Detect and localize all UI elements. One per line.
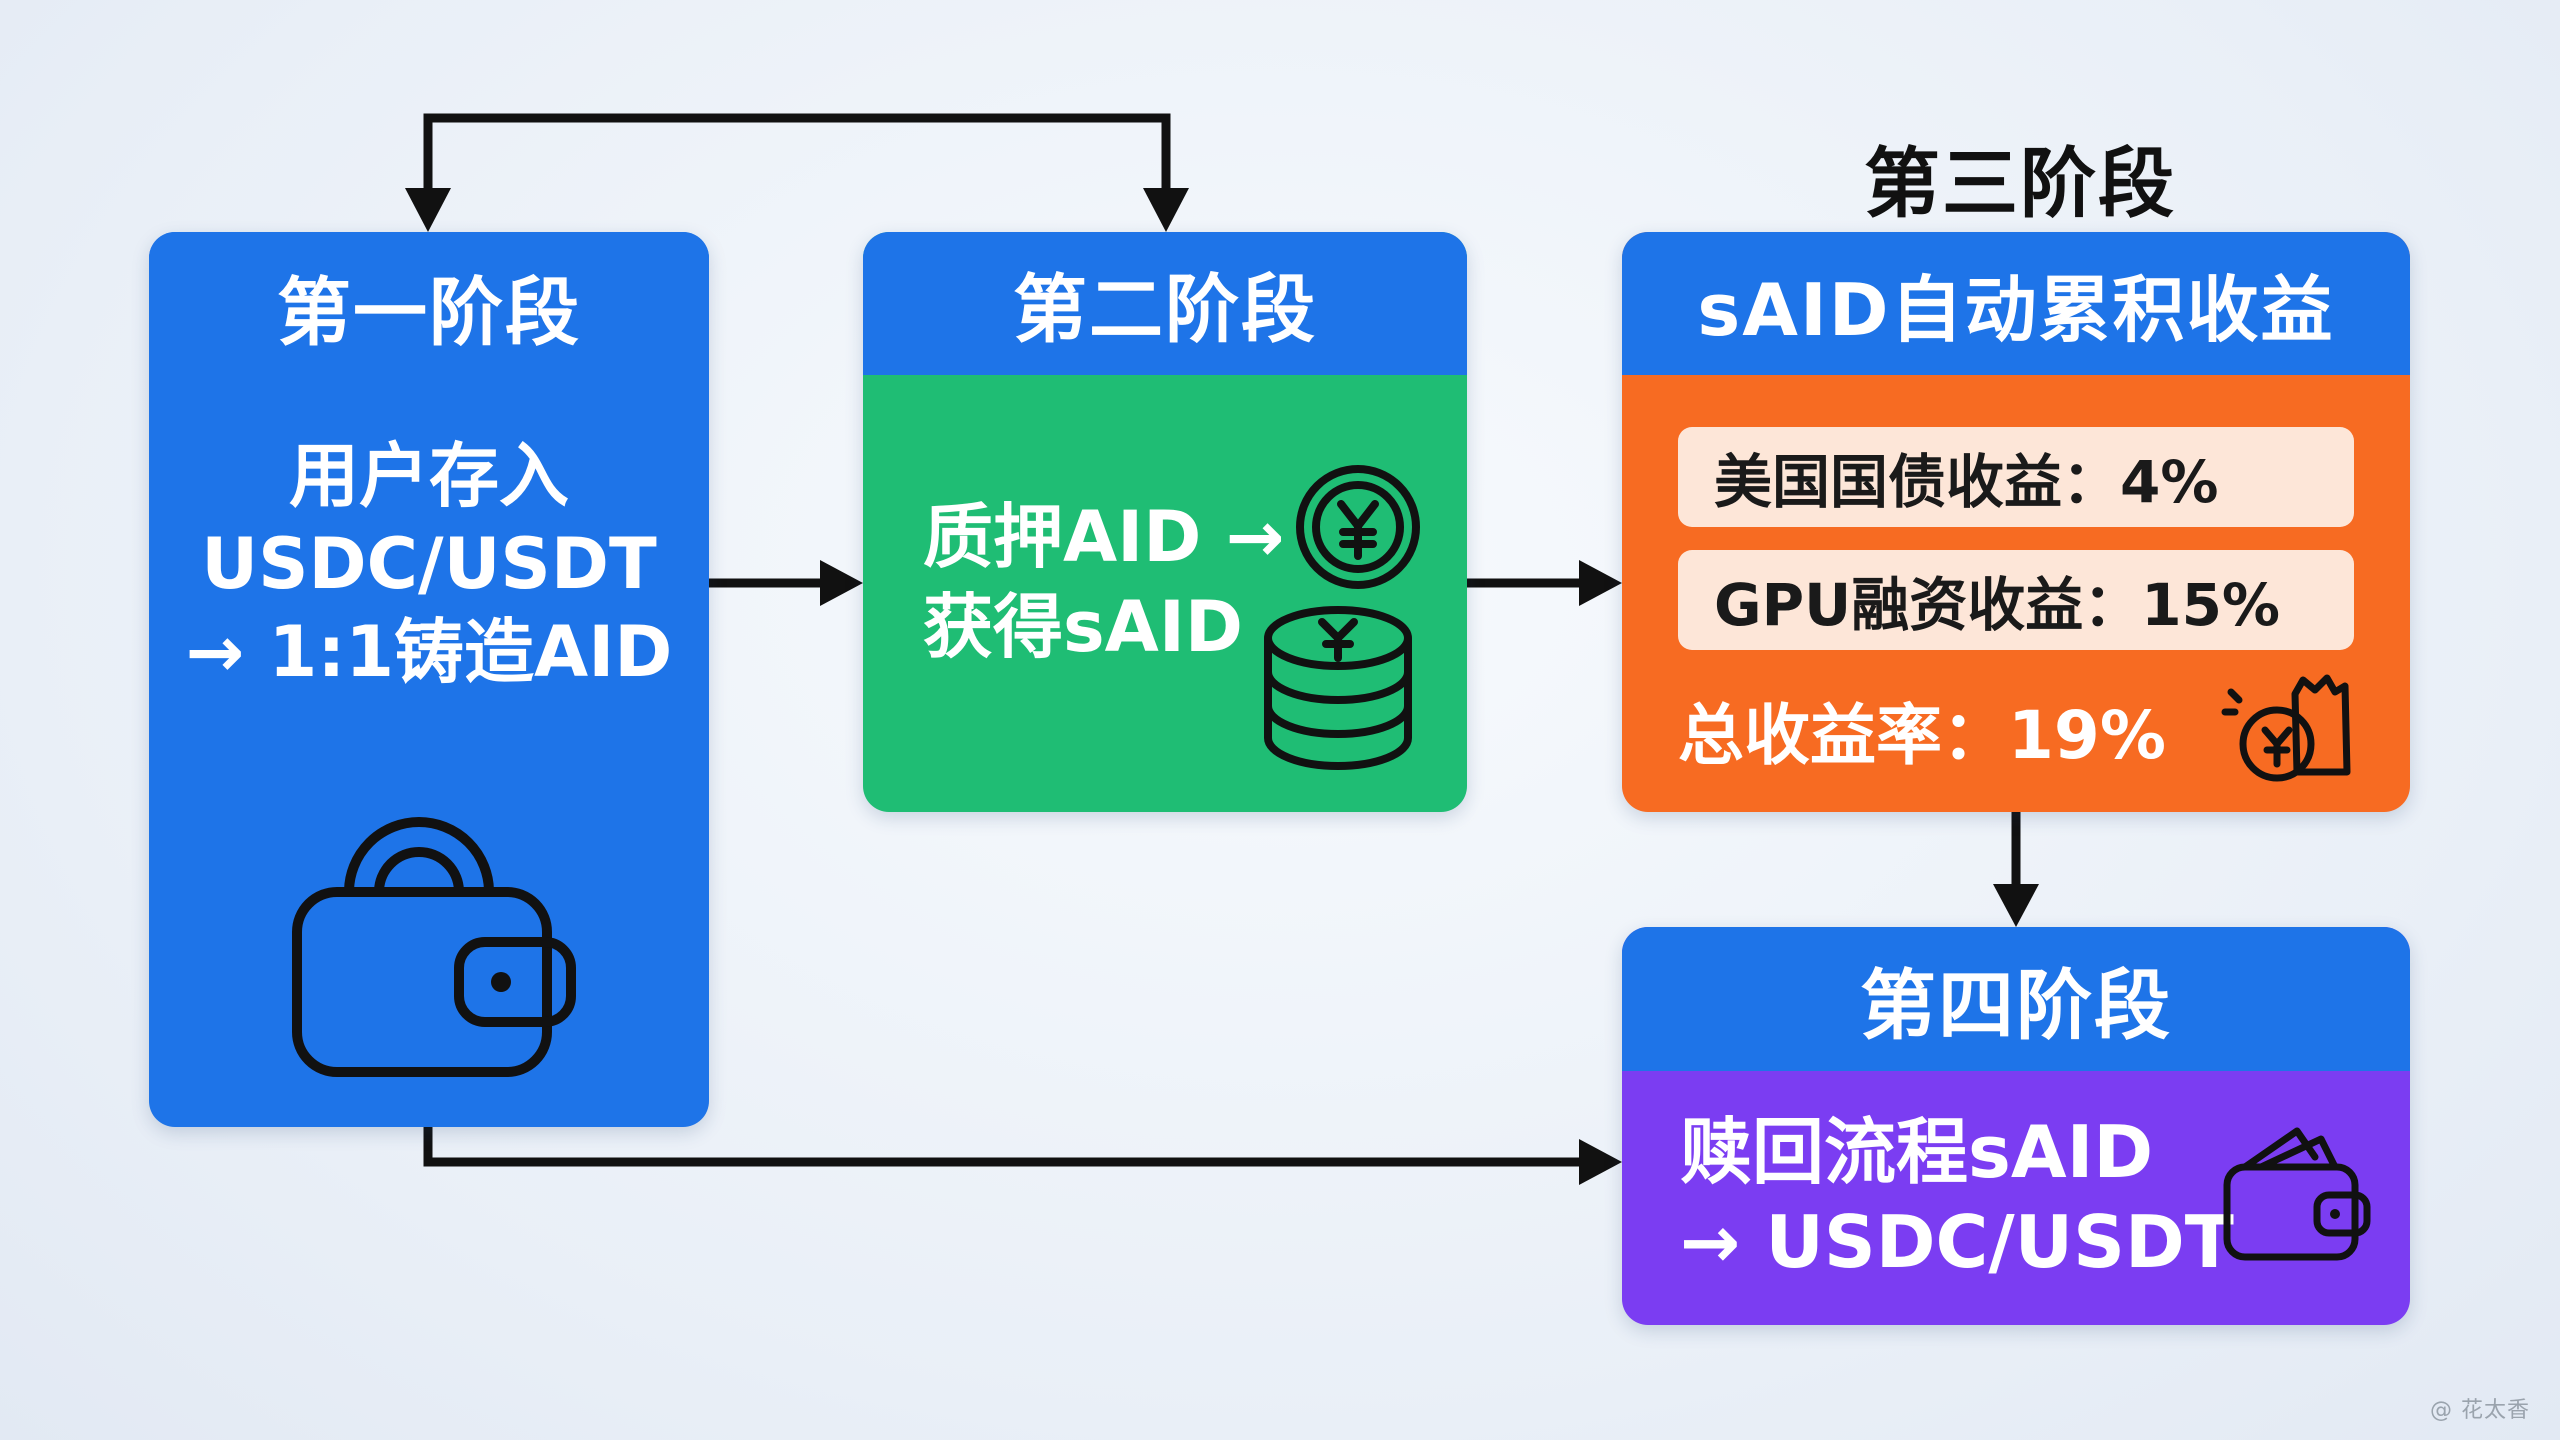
watermark: @ 花太香 [2430, 1398, 2530, 1423]
stage1-title: 第一阶段 [149, 232, 709, 380]
stage3-label: 第三阶段 [1864, 139, 2176, 228]
stage2-title: 第二阶段 [863, 232, 1467, 375]
arrow-stage1-to-stage4-line [423, 1127, 1585, 1167]
stage2-card: 第二阶段 质押AID → 获得sAID [863, 232, 1467, 812]
stage1-line-3: → 1:1铸造AID [185, 611, 673, 693]
wallet-icon [2217, 1117, 2377, 1271]
money-bag-coin-icon [2217, 672, 2367, 796]
stage3-title: sAID自动累积收益 [1622, 232, 2410, 375]
yen-coin-icon [1293, 462, 1423, 596]
stage2-line-2: 获得sAID [923, 586, 1243, 668]
yen-coin-stack-icon [1258, 602, 1418, 776]
stage4-title: 第四阶段 [1622, 927, 2410, 1071]
stage1-line-1: 用户存入 [289, 435, 569, 517]
stage3-card: sAID自动累积收益 美国国债收益：4% GPU融资收益：15% 总收益率：19… [1622, 232, 2410, 812]
stage2-description: 质押AID → 获得sAID [923, 492, 1284, 672]
stage2-line-1: 质押AID → [923, 496, 1285, 578]
arrowhead-right-stage4 [1579, 1139, 1622, 1185]
stage1-card: 第一阶段 用户存入 USDC/USDT → 1:1铸造AID [149, 232, 709, 1127]
arrowhead-right-stage3 [1579, 560, 1622, 606]
arrowhead-down-stage2 [1143, 188, 1189, 232]
gpu-financing-yield-item: GPU融资收益：15% [1678, 550, 2354, 650]
stage4-line-1: 赎回流程sAID [1680, 1110, 2154, 1194]
stage1-description: 用户存入 USDC/USDT → 1:1铸造AID [149, 432, 709, 696]
stage4-line-2: → USDC/USDT [1680, 1200, 2234, 1284]
wallet-lock-icon [279, 802, 579, 1086]
stage4-card: 第四阶段 赎回流程sAID → USDC/USDT [1622, 927, 2410, 1325]
total-yield-text: 总收益率：19% [1678, 697, 2166, 774]
loop-connector-line [423, 113, 1171, 192]
treasury-yield-item: 美国国债收益：4% [1678, 427, 2354, 527]
arrowhead-down-stage1 [405, 188, 451, 232]
arrowhead-right-stage2 [820, 560, 863, 606]
stage4-description: 赎回流程sAID → USDC/USDT [1680, 1107, 2234, 1287]
arrowhead-down-stage4 [1993, 884, 2039, 927]
stage1-line-2: USDC/USDT [201, 523, 657, 605]
